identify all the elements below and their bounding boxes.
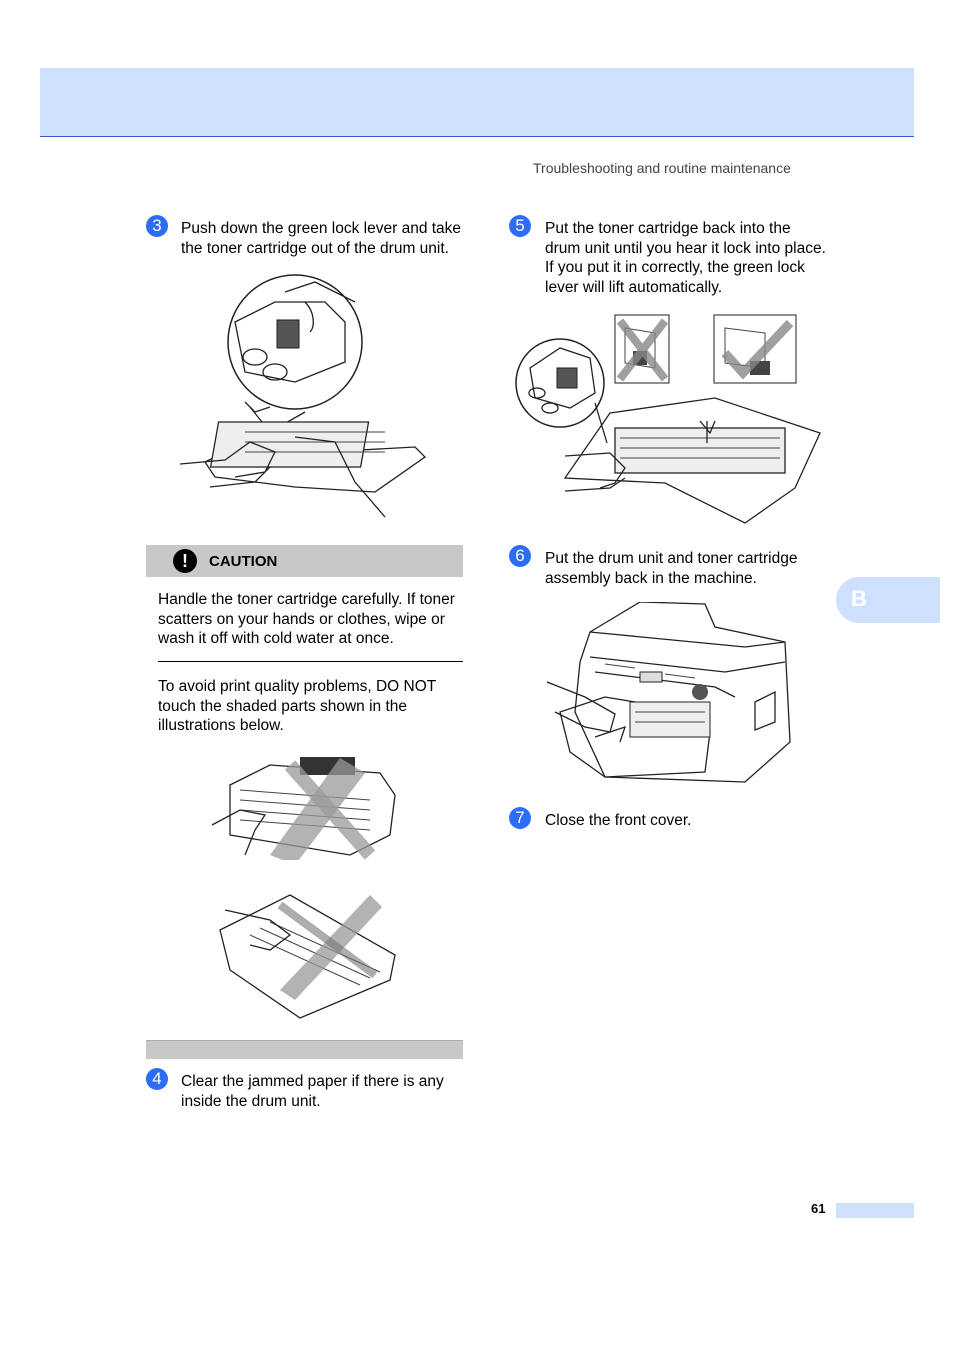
caution-p1-line-2: scatters on your hands or clothes, wipe … — [158, 610, 445, 628]
step-6-line-1: Put the drum unit and toner cartridge — [545, 550, 798, 567]
step-number-5: 5 — [509, 215, 531, 237]
chapter-tab-label: B — [851, 586, 867, 611]
exclamation-icon: ! — [173, 549, 197, 573]
step-7-line-1: Close the front cover. — [545, 812, 692, 829]
caution-p1-line-3: wash it off with cold water at once. — [158, 630, 394, 647]
step-6-text: Put the drum unit and toner cartridge as… — [545, 549, 797, 588]
step-3-text: Push down the green lock lever and take … — [181, 219, 461, 258]
machine-insert-illustration — [546, 602, 791, 783]
toner-reinsert-illustration — [515, 314, 821, 524]
caution-paragraph-2: To avoid print quality problems, DO NOT … — [158, 677, 436, 736]
step-number-3: 3 — [146, 215, 168, 237]
caution-header-bar — [146, 545, 463, 577]
caution-label: CAUTION — [209, 553, 278, 570]
step-7-text: Close the front cover. — [545, 811, 691, 831]
step-4-line-1: Clear the jammed paper if there is any — [181, 1073, 444, 1090]
caution-p2-line-3: illustrations below. — [158, 717, 284, 734]
caution-paragraph-1: Handle the toner cartridge carefully. If… — [158, 590, 455, 649]
drum-unit-shaded-illustration — [219, 894, 396, 1019]
step-4-line-2: inside the drum unit. — [181, 1092, 321, 1110]
step-number-6: 6 — [509, 545, 531, 567]
caution-divider — [158, 661, 463, 662]
page-number-bar — [836, 1203, 914, 1218]
step-3-line-2: the toner cartridge out of the drum unit… — [181, 239, 449, 257]
page-number: 61 — [811, 1201, 826, 1216]
step-4-text: Clear the jammed paper if there is any i… — [181, 1072, 444, 1111]
caution-p2-line-2: touch the shaded parts shown in the — [158, 697, 408, 715]
running-title: Troubleshooting and routine maintenance — [533, 160, 791, 176]
step-5-line-2: drum unit until you hear it lock into pl… — [545, 239, 826, 257]
caution-p2-line-1: To avoid print quality problems, DO NOT — [158, 678, 437, 695]
caution-p1-line-1: Handle the toner cartridge carefully. If… — [158, 591, 455, 608]
caution-footer-bar — [146, 1040, 463, 1059]
step-3-line-1: Push down the green lock lever and take — [181, 220, 462, 237]
step-number-4: 4 — [146, 1068, 168, 1090]
step-number-7: 7 — [509, 807, 531, 829]
step-5-line-1: Put the toner cartridge back into the — [545, 220, 791, 237]
step-5-line-3: If you put it in correctly, the green lo… — [545, 259, 805, 276]
toner-cartridge-shaded-illustration — [211, 757, 396, 860]
step-5-text: Put the toner cartridge back into the dr… — [545, 219, 826, 297]
step-6-line-2: assembly back in the machine. — [545, 569, 757, 587]
toner-removal-illustration — [179, 274, 427, 518]
chapter-tab — [836, 577, 940, 623]
header-band — [40, 68, 914, 137]
step-5-line-4: lever will lift automatically. — [545, 278, 723, 296]
